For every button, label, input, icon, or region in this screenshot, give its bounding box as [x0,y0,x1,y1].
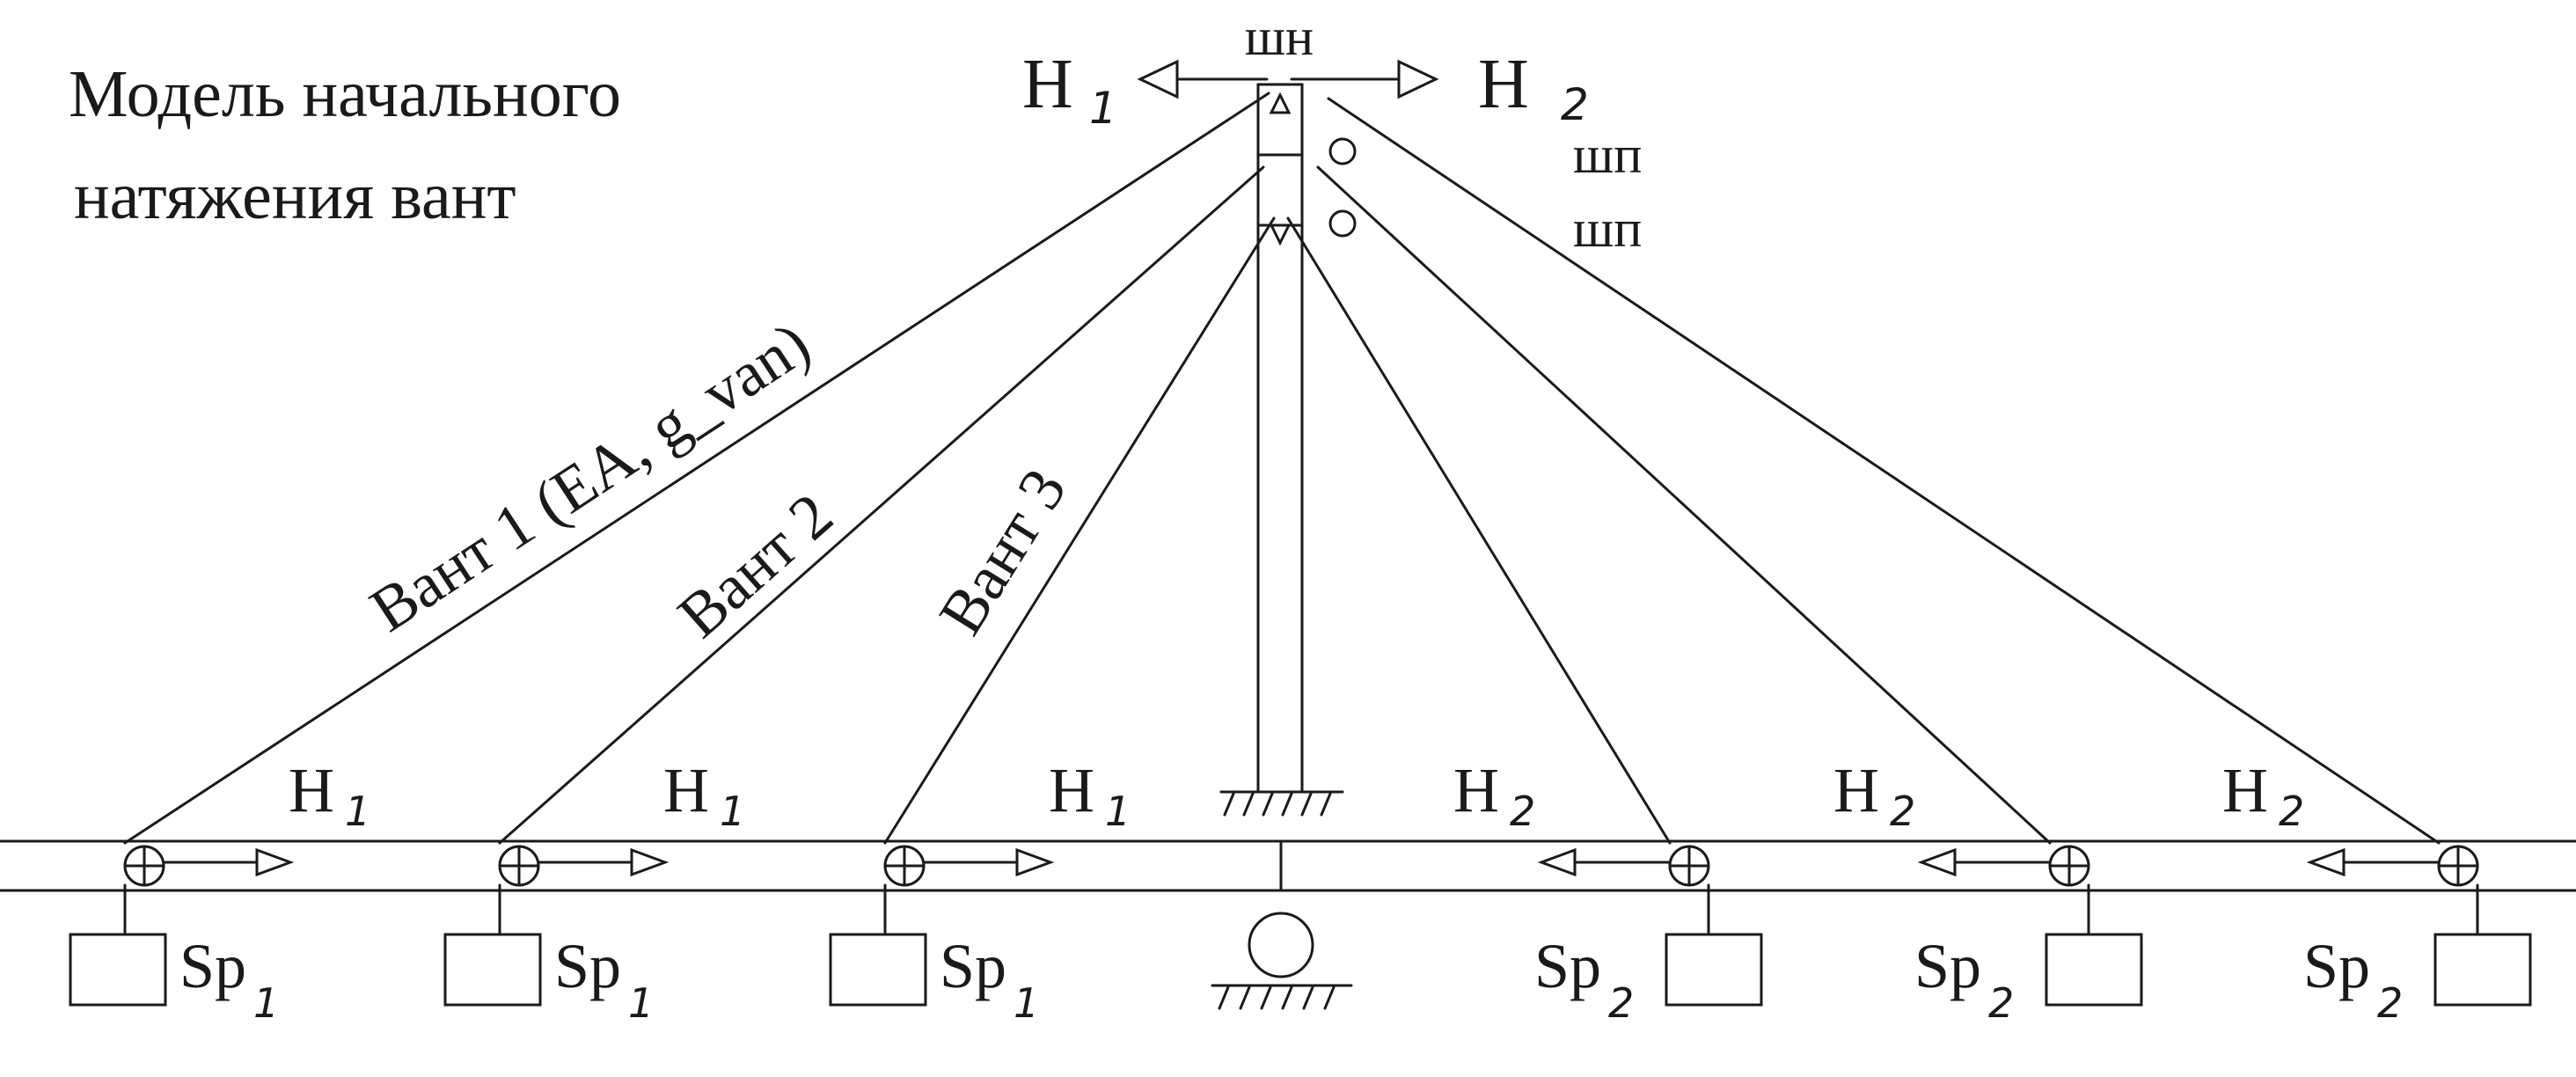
anchor-h-label: H [1453,755,1499,825]
cable-label-3: Вант 3 [926,457,1080,646]
anchor-sp-label: Sp [554,931,621,1001]
anchor-sp-subscript: 1 [253,979,279,1027]
anchor-sp-subscript: 1 [1014,979,1039,1027]
weight-box [2433,933,2532,1007]
anchor-h-subscript: 2 [1510,788,1535,835]
top-h-right-subscript: 2 [1561,79,1589,130]
cable-1 [123,92,1270,845]
cable-6 [1327,97,2441,845]
anchor-sp-subscript: 2 [1608,979,1634,1027]
anchor-h-label: H [289,755,334,825]
tension-arrow-head [1537,847,1577,877]
anchor-h-subscript: 2 [2279,788,2304,835]
anchor-sp-subscript: 2 [1988,979,2014,1027]
weight-box [829,933,927,1007]
anchor-sp-subscript: 1 [628,979,654,1027]
anchor-h-label: H [663,755,709,825]
anchor-sp-label: Sp [1914,931,1981,1001]
top-h-right-arrow [1290,59,1439,99]
top-hinge-triangle [1269,92,1292,114]
anchor-sp-label: Sp [179,931,246,1001]
tension-arrow-head [1917,847,1957,877]
anchor-h-subscript: 1 [1105,788,1131,835]
tension-arrow-head [255,847,295,877]
roller-support [1211,912,1353,1010]
anchor-h-subscript: 1 [345,788,370,835]
anchor-h-subscript: 1 [720,788,745,835]
anchor-h-label: H [2222,755,2268,825]
pylon [1256,83,1304,792]
cable-4 [1286,216,1672,845]
anchor-sp-label: Sp [1534,931,1601,1001]
anchor-sp-subscript: 2 [2377,979,2403,1027]
hinge-circle-2 [1328,209,1357,238]
top-h-left-arrow [1137,59,1269,99]
anchor-sp-label: Sp [940,931,1006,1001]
weight-box [443,933,542,1007]
hinge-label-2: шп [1573,200,1642,258]
weight-box [1665,933,1763,1007]
tension-arrow-head [630,847,670,877]
title-line-1: Модель начального [69,57,621,131]
tension-arrow-head [1015,847,1055,877]
cable-3 [883,216,1276,845]
cable-5 [1316,165,2052,845]
hinge-label-1: шп [1573,126,1642,184]
anchor-h-label: H [1049,755,1094,825]
weight-box [2045,933,2143,1007]
tension-arrow-head [2306,847,2345,877]
top-h-right-label: H [1478,46,1529,123]
anchor-h-label: H [1833,755,1879,825]
cable-label-2: Вант 2 [665,480,846,651]
pylon-ground-support [1219,790,1344,817]
anchor-h-subscript: 2 [1890,788,1915,835]
cables [123,92,2441,845]
title-line-2: натяжения вант [74,159,516,233]
hinge-circle-1 [1328,137,1357,165]
top-h-left-label: H [1022,46,1073,123]
cable-2 [498,165,1265,845]
top-h-left-subscript: 1 [1089,83,1117,134]
hinge-top-label: шн [1245,8,1314,66]
anchor-sp-label: Sp [2303,931,2370,1001]
weight-box [69,933,167,1007]
